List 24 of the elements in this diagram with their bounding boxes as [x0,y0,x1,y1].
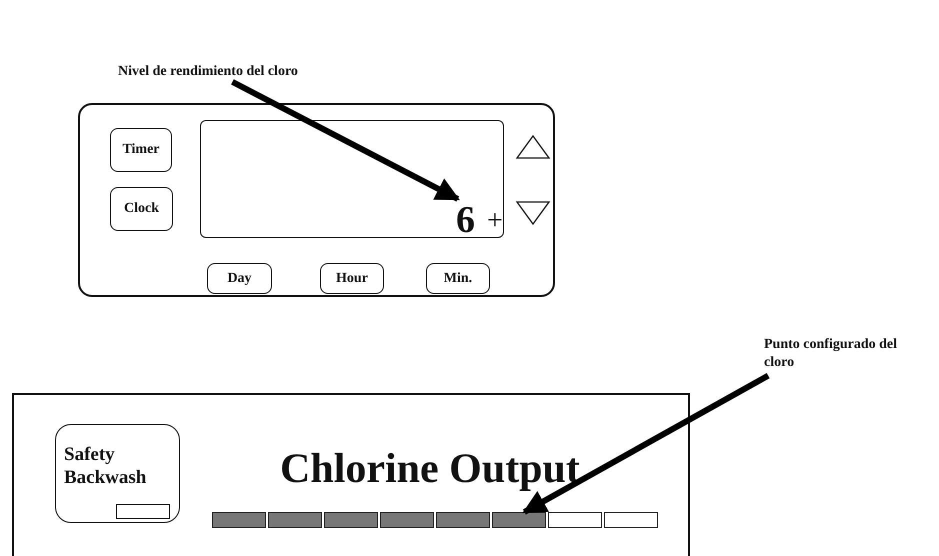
minute-button: Min. [426,263,490,294]
level-bar [492,512,546,528]
level-bar [548,512,602,528]
label-text: Nivel de rendimiento del cloro [118,63,338,81]
level-bar [604,512,658,528]
clock-button: Clock [110,187,173,231]
control-panel [78,103,555,297]
day-button: Day [207,263,272,294]
backwash-button: Safety Backwash [55,424,180,523]
level-bar [268,512,322,528]
leader-arrow [522,372,770,515]
display-panel [12,393,690,556]
leader-arrow [231,79,460,202]
panel-title: Chlorine Output [280,445,580,493]
hour-button: Hour [320,263,384,294]
level-bar [324,512,378,528]
up-arrow-button [515,134,551,160]
level-bar [380,512,434,528]
level-bar [436,512,490,528]
down-arrow-button [515,200,551,226]
timer-button: Timer [110,128,172,172]
level-bar [212,512,266,528]
label-text: Punto configurado del cloro [764,336,904,372]
display-screen [200,120,504,238]
